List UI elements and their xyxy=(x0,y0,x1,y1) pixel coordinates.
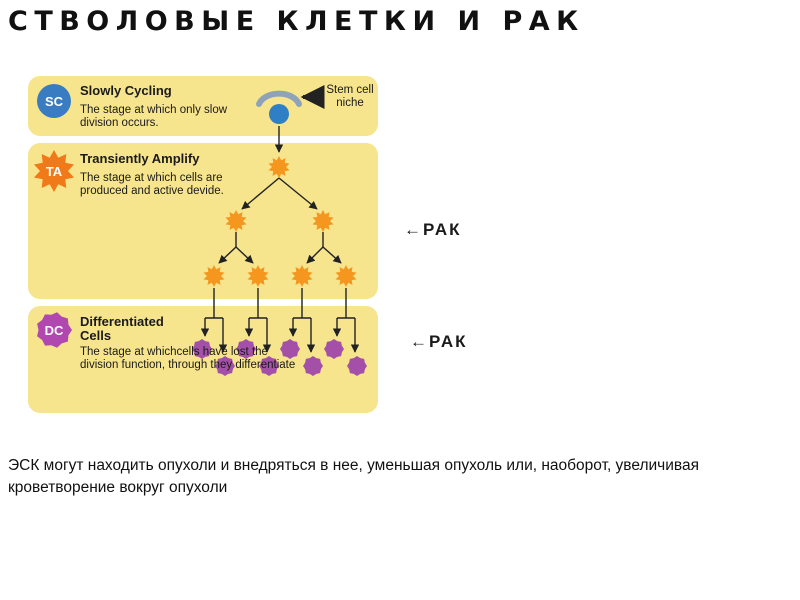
lineage-arrow xyxy=(241,177,280,210)
cancer-marker-dc: ←РАК xyxy=(410,332,468,352)
stage-description-transiently-amplify: The stage at which cells are produced an… xyxy=(80,172,224,197)
badge-dc: DC xyxy=(37,312,72,348)
lineage-arrow xyxy=(235,246,254,264)
slide-caption: ЭСК могут находить опухоли и внедряться … xyxy=(8,457,699,496)
ta-cell xyxy=(203,265,225,287)
differentiated-cell xyxy=(324,339,344,359)
stage-description-slowly-cycling: The stage at which only slow division oc… xyxy=(80,104,228,129)
stem-cell xyxy=(269,104,289,124)
transit-amplifying-cells xyxy=(203,156,357,287)
cancer-marker-ta: ←РАК xyxy=(404,220,462,240)
badge-ta: TA xyxy=(34,150,74,192)
differentiated-cell xyxy=(280,339,300,359)
differentiated-cell xyxy=(259,356,279,376)
ta-cell xyxy=(247,265,269,287)
stage-heading-transiently-amplify: Transiently Amplify xyxy=(80,151,200,166)
differentiated-cells xyxy=(192,339,367,376)
ta-cell xyxy=(335,265,357,287)
left-arrow-icon: ← xyxy=(404,220,423,239)
differentiated-cell xyxy=(347,356,367,376)
ta-cell xyxy=(268,156,290,178)
stem-cell-niche xyxy=(256,90,302,107)
differentiated-cell xyxy=(215,356,235,376)
lineage-arrow xyxy=(278,177,318,210)
stage-heading-differentiated-cells: Differentiated Cells xyxy=(80,314,164,343)
svg-text:SC: SC xyxy=(45,94,64,109)
stem-cell-niche-label: Stem cell niche xyxy=(326,84,374,109)
ta-cell xyxy=(225,210,247,232)
svg-text:TA: TA xyxy=(46,164,63,179)
ta-cell xyxy=(291,265,313,287)
differentiated-cell xyxy=(236,339,256,359)
svg-text:DC: DC xyxy=(45,323,64,338)
lineage-arrow xyxy=(322,246,342,264)
ta-cell xyxy=(312,210,334,232)
cancer-marker-label: РАК xyxy=(423,220,462,239)
lineage-arrows xyxy=(200,126,360,353)
differentiated-cell xyxy=(303,356,323,376)
differentiated-cell xyxy=(192,339,212,359)
slide-title: СТВОЛОВЫЕ КЛЕТКИ И РАК xyxy=(8,6,585,37)
left-arrow-icon: ← xyxy=(410,332,429,351)
stage-description-differentiated-cells: The stage at whichcells have lost the di… xyxy=(80,346,296,371)
stage-heading-slowly-cycling: Slowly Cycling xyxy=(80,83,172,98)
lineage-arrow xyxy=(306,246,324,264)
badge-sc: SC xyxy=(37,84,71,118)
lineage-arrow xyxy=(218,246,237,264)
cancer-marker-label: РАК xyxy=(429,332,468,351)
